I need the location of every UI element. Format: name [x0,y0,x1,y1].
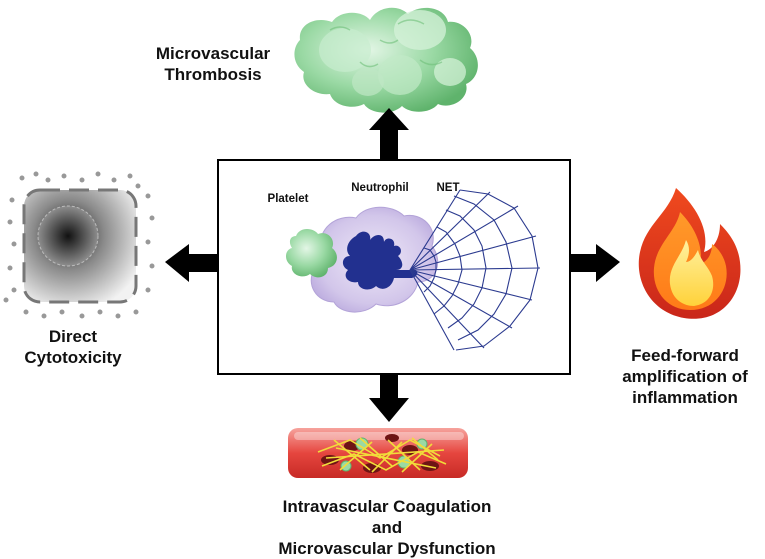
arrow-down [369,374,409,422]
neutrophil-label: Neutrophil [351,182,409,194]
arrow-up [369,108,409,160]
coagulation-label-line3: Microvascular Dysfunction [278,539,496,558]
inflammation-label: Feed-forward amplification of inflammati… [605,345,765,408]
nucleus-icon [342,231,418,290]
flame-icon [638,188,741,319]
damaged-cell-icon [3,171,155,319]
blood-vessel-clot-icon [288,428,468,478]
direct-cytotoxicity-label: Direct Cytotoxicity [0,326,146,368]
microvascular-thrombosis-label: Microvascular Thrombosis [138,43,288,85]
platelet-cluster-icon [294,7,478,113]
inflammation-label-line3: inflammation [632,388,738,407]
arrow-left [165,244,218,282]
platelet-icon [286,229,337,278]
cytotoxicity-label-line1: Direct [48,327,98,346]
net-label: NET [436,182,460,194]
thrombosis-label-line2: Thrombosis [164,65,262,84]
inflammation-label-line2: amplification of [622,367,748,386]
coagulation-label-line2: and [371,518,403,537]
inflammation-label-line1: Feed-forward [631,346,739,365]
cytotoxicity-label-line2: Cytotoxicity [24,348,122,367]
platelet-label: Platelet [267,193,309,205]
coagulation-label-line1: Intravascular Coagulation [282,497,492,516]
net-icon [409,189,541,351]
coagulation-dysfunction-label: Intravascular Coagulation and Microvascu… [222,496,552,559]
arrow-right [570,244,620,282]
thrombosis-label-line1: Microvascular [155,44,271,63]
